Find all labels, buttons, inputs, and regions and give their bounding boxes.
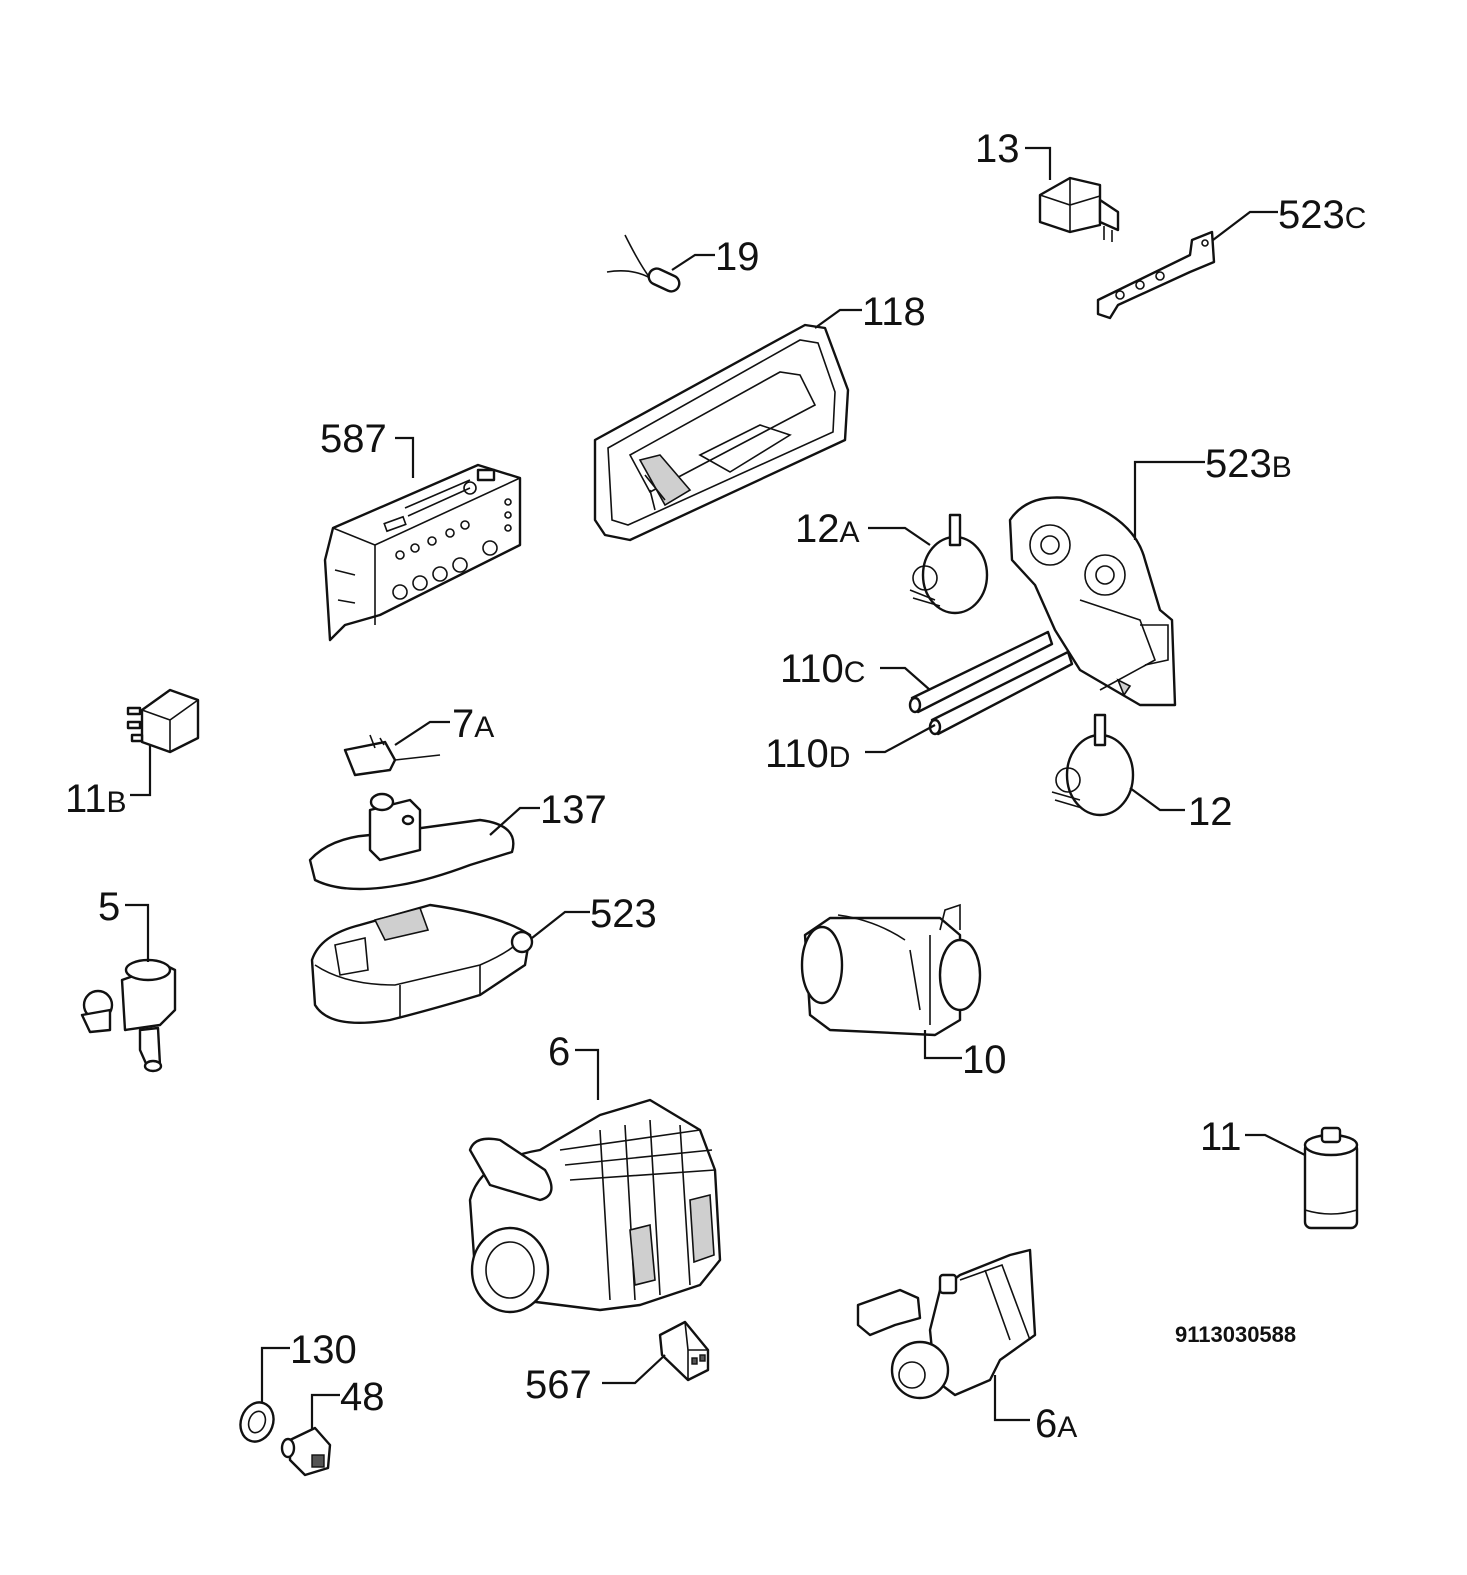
leader-567 — [602, 1354, 666, 1385]
callout-12a: 12A — [795, 507, 860, 551]
callout-567: 567 — [525, 1363, 592, 1407]
callout-6a: 6A — [1035, 1402, 1077, 1446]
part-523-base — [310, 903, 534, 1025]
part-130-gasket — [239, 1401, 275, 1443]
leader-6 — [575, 1048, 600, 1100]
callout-10: 10 — [962, 1038, 1007, 1082]
leader-5 — [125, 903, 150, 962]
leader-523 — [531, 910, 590, 939]
callout-523c: 523C — [1278, 193, 1366, 237]
leader-12 — [1129, 787, 1185, 812]
callout-12: 12 — [1188, 790, 1233, 834]
callout-19: 19 — [715, 235, 760, 279]
leader-523c — [1212, 210, 1278, 241]
leader-7a — [394, 720, 450, 746]
part-6-pump-motor — [468, 1098, 722, 1314]
leader-11b — [130, 745, 152, 797]
callout-110d: 110D — [765, 732, 850, 776]
part-118-housing — [593, 323, 850, 542]
leader-523b — [1133, 460, 1205, 540]
part-587-module — [323, 463, 522, 642]
leader-19 — [671, 253, 715, 271]
part-11b-relay — [126, 688, 200, 754]
part-11-capacitor — [1303, 1126, 1359, 1230]
callout-523b: 523B — [1205, 442, 1292, 486]
part-523b-assembly — [1008, 496, 1177, 707]
leader-6a — [993, 1375, 1030, 1422]
callout-5: 5 — [98, 885, 120, 929]
callout-11b: 11B — [65, 777, 127, 821]
part-10-heater — [800, 903, 982, 1037]
part-5-valve — [80, 958, 177, 1073]
leader-10 — [923, 1030, 962, 1060]
leader-130 — [260, 1346, 290, 1403]
callout-7a: 7A — [452, 702, 494, 746]
callout-523: 523 — [590, 892, 657, 936]
part-567-clip — [658, 1320, 710, 1382]
leader-137 — [489, 806, 540, 836]
part-12a-pressure-switch — [909, 513, 989, 615]
leader-110d — [865, 724, 936, 754]
part-523c-bracket — [1096, 230, 1216, 320]
leader-13 — [1025, 146, 1052, 180]
callout-13: 13 — [975, 127, 1020, 171]
callout-118: 118 — [862, 290, 926, 334]
leader-48 — [310, 1393, 340, 1430]
leader-118 — [814, 308, 862, 329]
part-13-switch — [1038, 176, 1120, 242]
callout-6: 6 — [548, 1030, 570, 1074]
leader-110c — [880, 666, 931, 691]
callout-11: 11 — [1200, 1115, 1242, 1159]
part-6a-drain-pump — [856, 1248, 1037, 1400]
leader-587 — [395, 436, 415, 478]
part-7a-switch — [343, 734, 441, 777]
callout-48: 48 — [340, 1375, 385, 1419]
callout-110c: 110C — [780, 647, 865, 691]
leader-12a — [868, 526, 931, 546]
part-110d-pipe — [928, 650, 1074, 736]
part-137-cover — [308, 792, 515, 891]
callout-137: 137 — [540, 788, 607, 832]
part-12-pressure-switch — [1051, 713, 1135, 817]
callout-587: 587 — [320, 417, 387, 461]
part-19-sensor — [606, 234, 681, 293]
part-48-plug — [280, 1426, 332, 1477]
drawing-number: 9113030588 — [1175, 1322, 1296, 1347]
part-110c-pipe — [908, 630, 1054, 714]
leader-11 — [1245, 1133, 1306, 1156]
callout-130: 130 — [290, 1328, 357, 1372]
